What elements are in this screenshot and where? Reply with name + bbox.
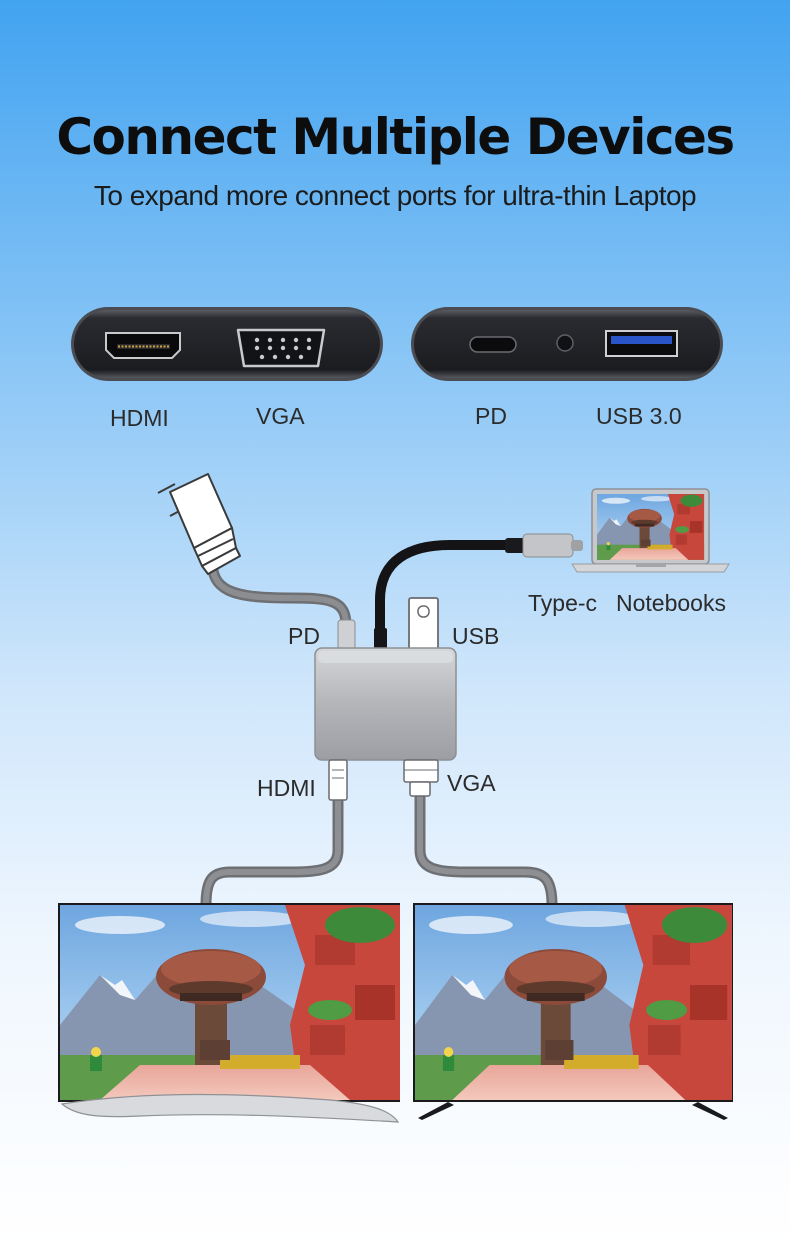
usb-c-port-icon bbox=[469, 336, 517, 353]
hdmi-vga-port-panel bbox=[71, 307, 383, 381]
laptop-icon bbox=[571, 488, 730, 573]
label-type-c: Type-c bbox=[528, 590, 598, 616]
hdmi-port-icon bbox=[105, 332, 181, 359]
label-hdmi-port: HDMI bbox=[110, 405, 169, 431]
label-vga-port: VGA bbox=[256, 403, 305, 429]
label-diagram-usb: USB bbox=[452, 623, 500, 649]
label-pd-port: PD bbox=[475, 403, 507, 429]
label-notebooks: Notebooks bbox=[616, 590, 726, 616]
left-monitor bbox=[58, 903, 400, 1123]
vga-port-icon bbox=[236, 328, 326, 368]
pd-usb-port-panel bbox=[411, 307, 723, 381]
label-diagram-hdmi: HDMI bbox=[257, 775, 316, 801]
page-subtitle: To expand more connect ports for ultra-t… bbox=[93, 180, 697, 211]
power-adapter-icon bbox=[157, 473, 241, 575]
usb-c-hub bbox=[314, 597, 457, 801]
right-monitor bbox=[413, 903, 733, 1120]
label-usb-port: USB 3.0 bbox=[596, 403, 682, 429]
usb-a-port-icon bbox=[605, 330, 678, 357]
cables bbox=[200, 540, 558, 911]
type-c-plug-icon bbox=[505, 533, 583, 558]
label-diagram-vga: VGA bbox=[447, 770, 496, 796]
page-title: Connect Multiple Devices bbox=[56, 108, 735, 166]
label-diagram-pd: PD bbox=[288, 623, 320, 649]
indicator-led-icon bbox=[556, 334, 574, 352]
